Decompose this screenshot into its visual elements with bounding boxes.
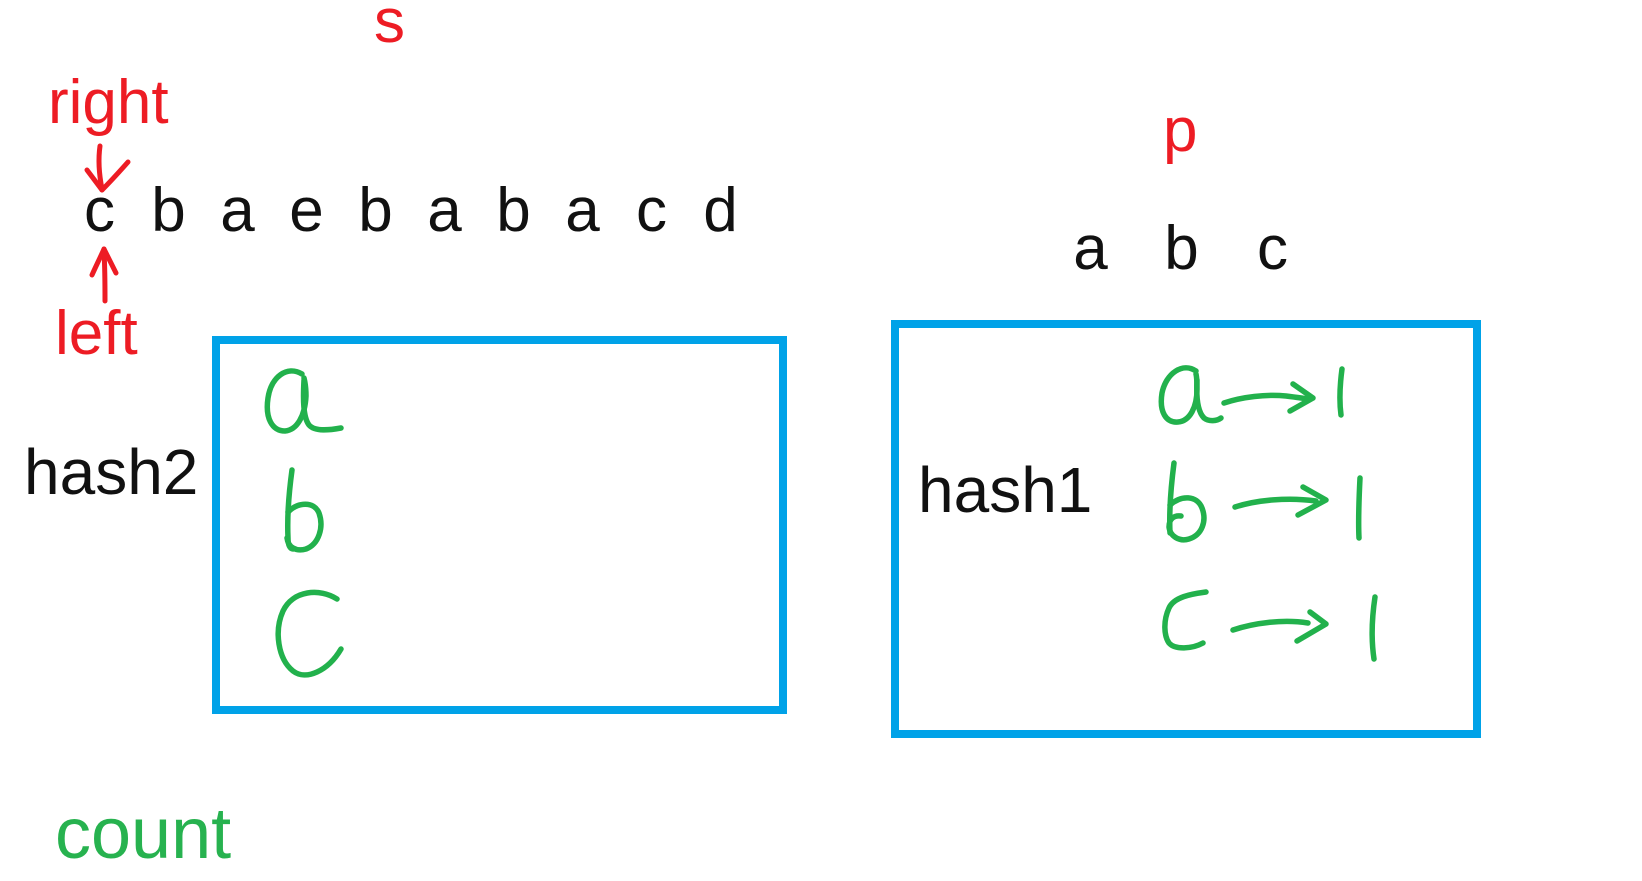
s-letter-9: d [703, 176, 738, 245]
p-letter-1: b [1164, 214, 1199, 283]
s-letter-3: e [289, 176, 324, 245]
s-letter-8: c [636, 176, 667, 245]
count-label: count [55, 794, 232, 874]
p-string-row: a b c [1045, 218, 1318, 280]
s-array-label: s [374, 0, 405, 56]
left-pointer-label: left [55, 299, 138, 368]
s-letter-1: b [151, 176, 186, 245]
hash1-label: hash1 [918, 454, 1093, 526]
p-letter-0: a [1073, 214, 1108, 283]
s-letter-2: a [220, 176, 255, 245]
s-letter-7: a [565, 176, 600, 245]
s-string-row: c b a e b a b a c d [65, 180, 755, 242]
s-letter-5: a [427, 176, 462, 245]
right-pointer-label: right [48, 68, 169, 137]
hash2-box [212, 336, 787, 714]
s-letter-4: b [358, 176, 393, 245]
s-letter-0: c [84, 176, 115, 245]
s-letter-6: b [496, 176, 531, 245]
p-letter-2: c [1257, 214, 1288, 283]
pattern-label: p [1163, 96, 1198, 165]
hash2-label: hash2 [24, 436, 199, 508]
left-pointer-arrow-icon [89, 246, 119, 304]
hash1-box [891, 320, 1481, 738]
